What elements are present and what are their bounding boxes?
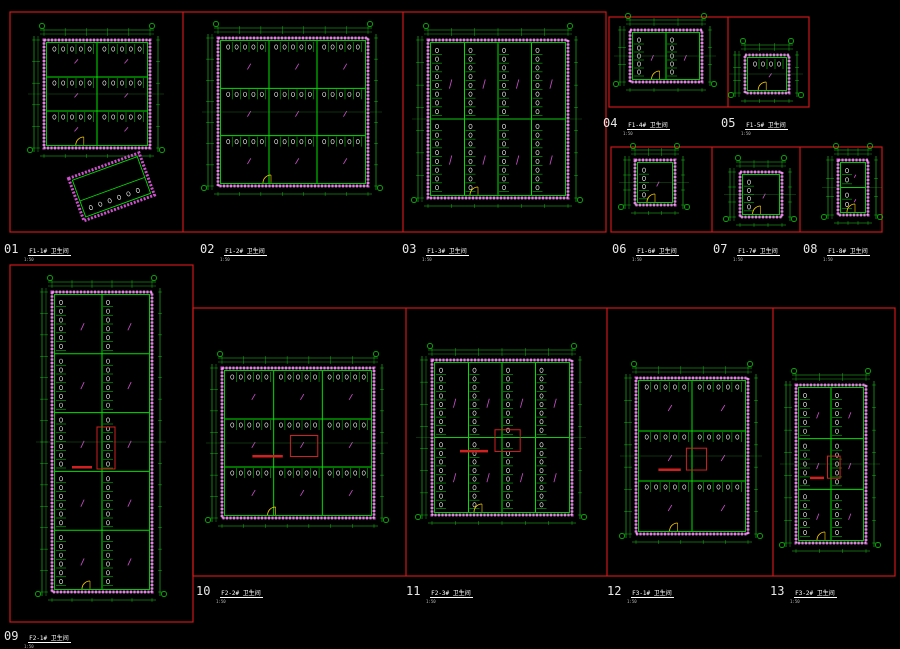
panel-scale: 1:50 [733,257,743,262]
floor-plan-11 [415,343,587,525]
panel-number: 01 [4,242,19,256]
panel-number: 09 [4,629,19,643]
frame-sheet-06-08 [610,146,883,233]
panel-number: 12 [607,584,622,598]
panel-title: F2-2# 卫生间 [220,590,263,598]
panel-number: 04 [603,116,618,130]
panel-scale: 1:50 [627,599,637,604]
floor-plans [27,13,883,602]
panel-title: F1-4# 卫生间 [627,122,670,130]
panel-label-11: 11 F2-3# 卫生间 1:50 [406,580,473,604]
panel-label-03: 03 F1-3# 卫生间 1:50 [402,238,469,262]
sheet-frames [9,11,896,623]
panel-scale: 1:50 [24,257,34,262]
floor-plan-13 [779,368,881,553]
panel-label-05: 05 F1-5# 卫生间 1:50 [721,112,788,136]
panel-number: 10 [196,584,211,598]
panel-scale: 1:50 [220,257,230,262]
floor-plan-03 [411,23,583,208]
panel-title: F1-5# 卫生间 [745,122,788,130]
panel-title: F2-1# 卫生间 [28,635,71,643]
panel-title: F1-3# 卫生间 [426,248,469,256]
panel-scale: 1:50 [632,257,642,262]
panel-title: F1-7# 卫生间 [737,248,780,256]
floor-plan-07 [723,155,797,227]
panel-title: F3-1# 卫生间 [631,590,674,598]
frame-sheet-top [9,11,607,233]
panel-label-04: 04 F1-4# 卫生间 1:50 [603,112,670,136]
floor-plan-02 [201,21,383,196]
panel-label-02: 02 F1-2# 卫生间 1:50 [200,238,267,262]
floor-plan-10 [205,351,389,528]
panel-scale: 1:50 [790,599,800,604]
panel-number: 13 [770,584,785,598]
panel-label-12: 12 F3-1# 卫生间 1:50 [607,580,674,604]
panel-title: F1-2# 卫生间 [224,248,267,256]
panel-title: F1-6# 卫生间 [636,248,679,256]
panel-scale: 1:50 [426,599,436,604]
panel-label-09: 09 F2-1# 卫生间 1:50 [4,625,71,649]
floor-plan-06 [618,143,690,215]
floor-plan-01 [27,23,165,158]
panel-label-01: 01 F1-1# 卫生间 1:50 [4,238,71,262]
panel-title: F2-3# 卫生间 [430,590,473,598]
panel-label-13: 13 F3-2# 卫生间 1:50 [770,580,837,604]
panel-label-08: 08 F1-8# 卫生间 1:50 [803,238,870,262]
floor-plan-08 [821,143,883,225]
panel-number: 07 [713,242,728,256]
floor-plan-12 [619,361,763,544]
panel-label-06: 06 F1-6# 卫生间 1:50 [612,238,679,262]
panel-title: F3-2# 卫生间 [794,590,837,598]
panel-scale: 1:50 [823,257,833,262]
panel-scale: 1:50 [623,131,633,136]
floor-plan-09 [35,275,167,602]
panel-label-10: 10 F2-2# 卫生间 1:50 [196,580,263,604]
panel-scale: 1:50 [741,131,751,136]
panel-number: 03 [402,242,417,256]
floor-plan-01-wing [66,150,157,223]
frame-sheet-04-05 [608,16,810,108]
frame-sheet-bottom [192,307,896,577]
panel-scale: 1:50 [422,257,432,262]
floor-plan-04 [613,13,717,92]
panel-scale: 1:50 [216,599,226,604]
panel-number: 11 [406,584,421,598]
panel-number: 08 [803,242,818,256]
panel-title: F1-1# 卫生间 [28,248,71,256]
panel-number: 06 [612,242,627,256]
panel-number: 02 [200,242,215,256]
panel-number: 05 [721,116,736,130]
floor-plan-05 [728,38,804,103]
panel-title: F1-8# 卫生间 [827,248,870,256]
panel-label-07: 07 F1-7# 卫生间 1:50 [713,238,780,262]
